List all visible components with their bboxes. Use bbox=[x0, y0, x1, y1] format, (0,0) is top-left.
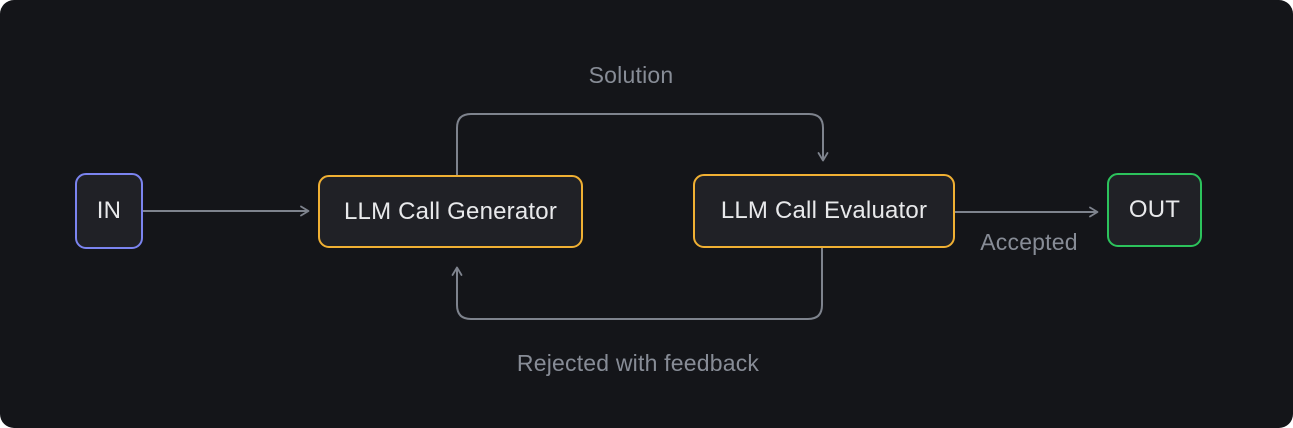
node-in: IN bbox=[75, 173, 143, 249]
node-llm-call-generator: LLM Call Generator bbox=[318, 175, 583, 248]
edge-label-accepted: Accepted bbox=[980, 229, 1078, 255]
node-in-label: IN bbox=[96, 197, 122, 224]
edge-label-solution: Solution bbox=[588, 62, 674, 88]
node-llm-call-evaluator-label: LLM Call Evaluator bbox=[720, 197, 928, 224]
connector-generator-to-evaluator bbox=[456, 113, 829, 175]
edge-label-rejected-with-feedback: Rejected with feedback bbox=[516, 350, 760, 376]
node-llm-call-generator-label: LLM Call Generator bbox=[343, 197, 558, 225]
node-out: OUT bbox=[1107, 173, 1202, 247]
connector-evaluator-to-generator bbox=[451, 248, 823, 320]
node-out-label: OUT bbox=[1128, 196, 1181, 223]
node-llm-call-evaluator: LLM Call Evaluator bbox=[693, 174, 955, 248]
